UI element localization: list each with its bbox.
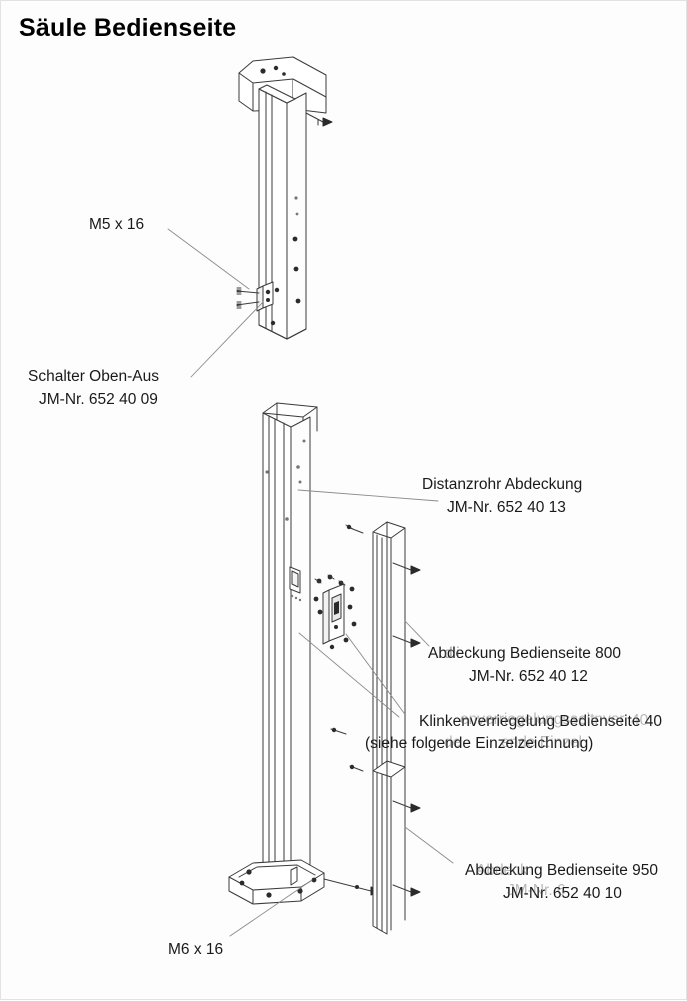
label-klinken-line2: (siehe folgende Einzelzeichnung) xyxy=(365,735,594,752)
label-abdeckung800-line2: JM-Nr. 652 40 12 xyxy=(469,668,588,685)
label-abdeckung950-line2: JM-Nr. 652 40 10 xyxy=(503,885,622,902)
label-distanzrohr-line1: Distanzrohr Abdeckung xyxy=(422,476,583,493)
base-plate xyxy=(228,859,383,905)
column-lower xyxy=(262,402,364,882)
label-abdeckung800-line1: Abdeckung Bedienseite 800 xyxy=(428,645,622,662)
label-klinken-line1: Klinkenverriegelung Bedienseite 40 xyxy=(419,713,662,730)
column-upper xyxy=(236,56,333,340)
label-schalter-line1: Schalter Oben-Aus xyxy=(28,368,159,385)
page-title: Säule Bedienseite xyxy=(19,14,237,42)
label-schalter-line2: JM-Nr. 652 40 09 xyxy=(39,391,158,408)
cover-strip-lower xyxy=(372,760,421,935)
label-m6x16: M6 x 16 xyxy=(168,941,224,958)
switch-block xyxy=(256,281,274,312)
label-abdeckung950-line1: Abdeckung Bedienseite 950 xyxy=(465,862,659,879)
label-m5x16: M5 x 16 xyxy=(89,216,145,233)
label-distanzrohr-line2: JM-Nr. 652 40 13 xyxy=(447,499,566,516)
latch-block xyxy=(313,574,357,650)
